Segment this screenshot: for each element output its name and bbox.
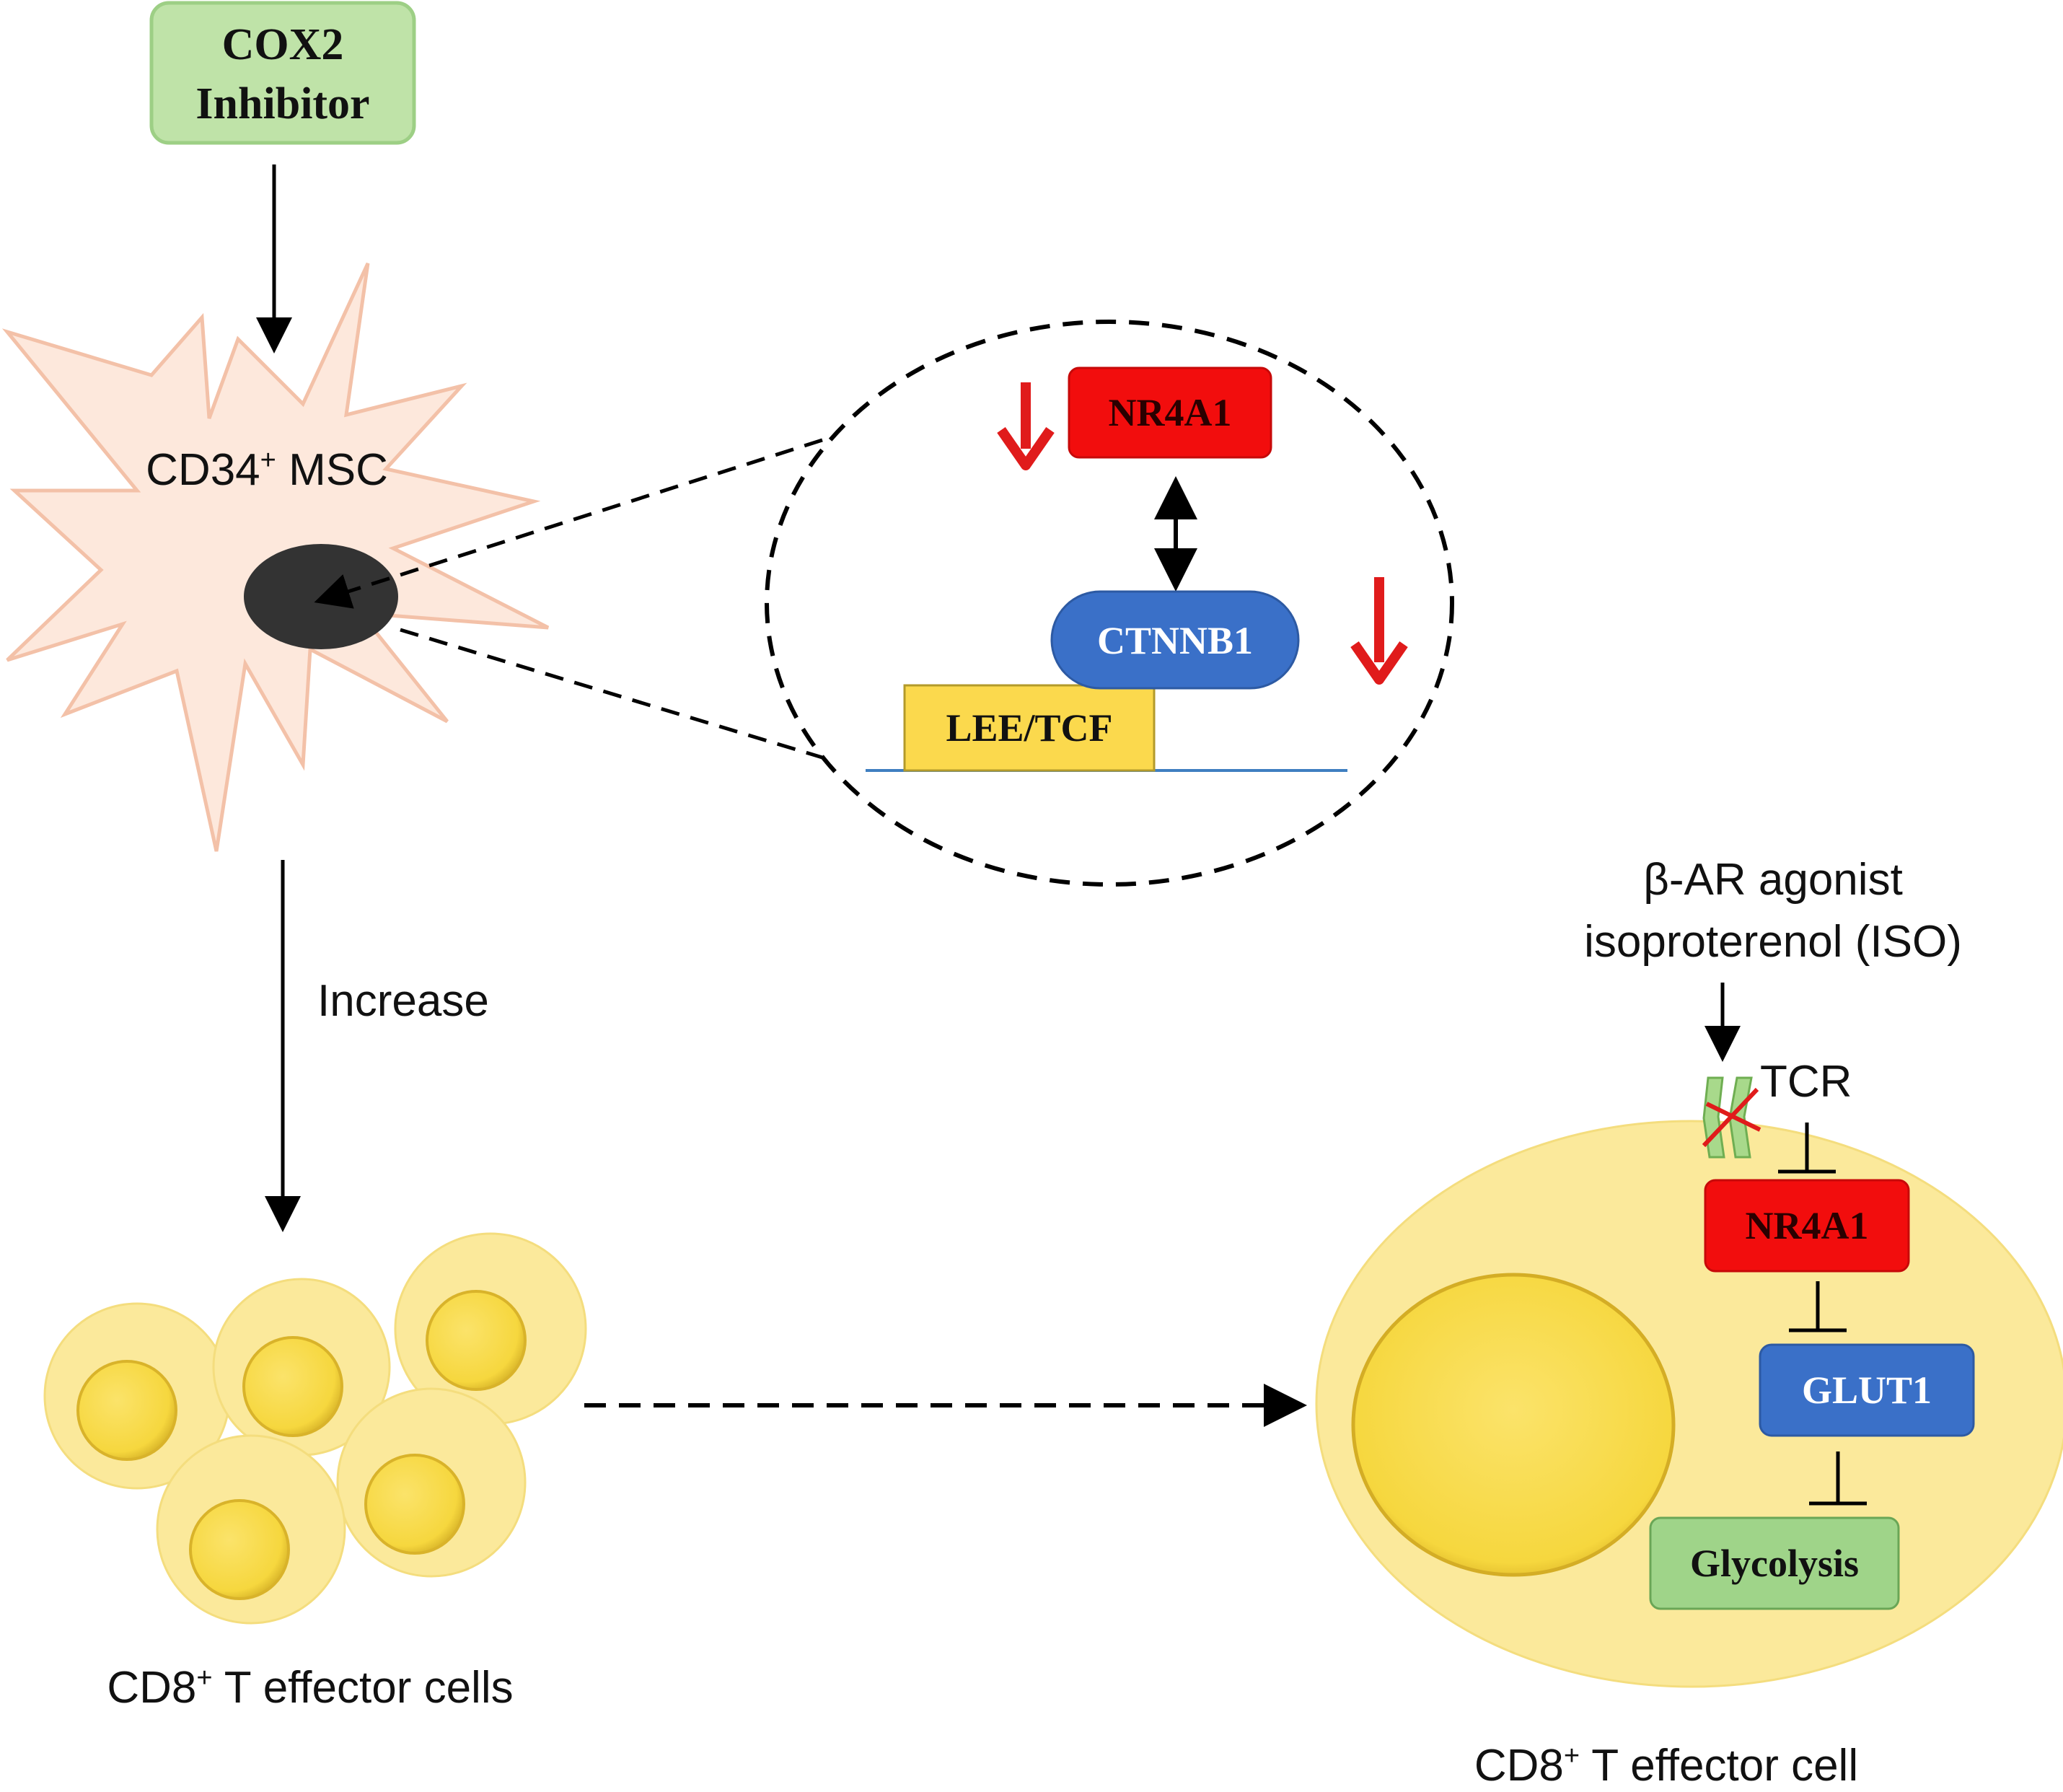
cox2-inhibitor-rect xyxy=(149,1,416,145)
cd8-cell xyxy=(43,1302,231,1490)
zoom-line-lower xyxy=(400,628,823,760)
nr4a1-bottom-label: NR4A1 xyxy=(1746,1204,1869,1247)
zoom-line-upper xyxy=(314,438,823,609)
cox2-label-line2: Inhibitor xyxy=(195,79,369,128)
glycolysis-box: Glycolysis xyxy=(1649,1516,1900,1610)
cd8-cell xyxy=(336,1387,527,1578)
cd8-effector-cell-label: CD8+ T effector cell xyxy=(1474,1741,1858,1791)
nr4a1-top-label: NR4A1 xyxy=(1109,391,1232,434)
lee-tcf-rect xyxy=(903,684,1156,772)
lee-tcf-label: LEE/TCF xyxy=(946,706,1112,750)
cd8-cells-label: CD8+ T effector cells xyxy=(107,1663,513,1713)
msc-cell: CD34+ MSC xyxy=(1,262,550,852)
msc-nucleus xyxy=(244,544,398,649)
tcr-label: TCR xyxy=(1760,1057,1852,1107)
cox2-label-line1: COX2 xyxy=(222,20,344,69)
nr4a1-bottom-rect xyxy=(1704,1179,1910,1273)
ctnnb1-down-arrow-icon xyxy=(1350,577,1408,685)
agonist-label-line1: β-AR agonist xyxy=(1643,855,1903,905)
glut1-label: GLUT1 xyxy=(1802,1369,1932,1412)
ctnnb1-label: CTNNB1 xyxy=(1097,619,1253,662)
increase-label: Increase xyxy=(317,976,489,1026)
nr4a1-top-rect xyxy=(1068,366,1272,459)
effector-cell-nucleus xyxy=(1351,1273,1676,1577)
tcr-receptor-icon xyxy=(1702,1076,1761,1159)
nr4a1-top-box: NR4A1 xyxy=(1068,366,1272,459)
nr4a1-down-arrow-icon xyxy=(997,382,1055,470)
inhibit-glut1-glycolysis xyxy=(1809,1451,1867,1506)
cd8-cell-cluster xyxy=(43,1232,587,1625)
cd8-cell xyxy=(156,1434,346,1625)
ctnnb1-box: CTNNB1 xyxy=(1050,590,1300,690)
glycolysis-rect xyxy=(1649,1516,1900,1610)
glut1-box: GLUT1 xyxy=(1759,1343,1975,1437)
zoom-circle xyxy=(765,320,1454,887)
glycolysis-label: Glycolysis xyxy=(1690,1542,1859,1585)
lee-tcf-box: LEE/TCF xyxy=(903,684,1156,772)
inhibit-nr4a1-glut1 xyxy=(1789,1281,1847,1332)
agonist-label-line2: isoproterenol (ISO) xyxy=(1584,917,1962,967)
cox2-inhibitor-box: COX2 Inhibitor xyxy=(149,1,416,145)
ctnnb1-rect xyxy=(1050,590,1300,690)
cd8-cell xyxy=(394,1232,587,1426)
inhibit-tcr-nr4a1 xyxy=(1778,1123,1836,1174)
glut1-rect xyxy=(1759,1343,1975,1437)
msc-label: CD34+ MSC xyxy=(146,445,388,495)
nr4a1-bottom-box: NR4A1 xyxy=(1704,1179,1910,1273)
cd8-cell xyxy=(212,1278,391,1457)
